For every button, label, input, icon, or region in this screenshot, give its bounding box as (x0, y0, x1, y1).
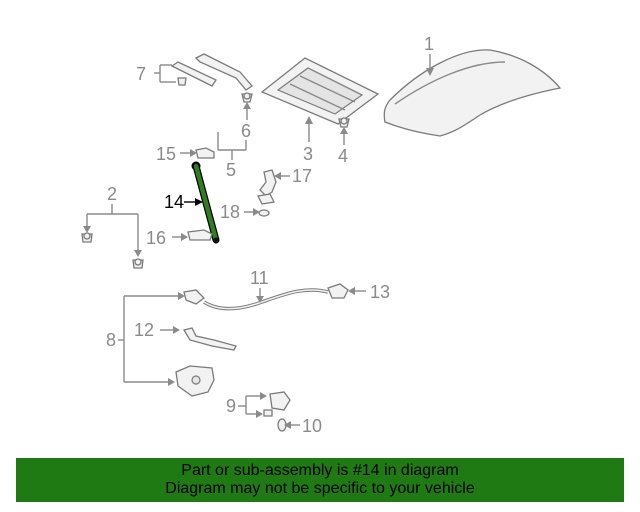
label-18: 18 (220, 202, 240, 222)
label-10: 10 (302, 416, 322, 436)
label-7: 7 (136, 64, 146, 84)
label-8: 8 (106, 330, 116, 350)
part-2-grommets[interactable] (81, 232, 144, 269)
part-11-cable[interactable] (183, 288, 329, 311)
label-14: 14 (164, 192, 184, 212)
label-13: 13 (370, 282, 390, 302)
label-2: 2 (107, 184, 117, 204)
label-11: 11 (250, 268, 269, 288)
part-12-rod[interactable] (182, 327, 237, 351)
label-16: 16 (146, 228, 166, 248)
part-14-hood-support[interactable] (191, 161, 220, 244)
banner-line-2: Diagram may not be specific to your vehi… (165, 480, 475, 497)
part-16-bracket[interactable] (187, 229, 213, 241)
part-6-clip[interactable] (241, 92, 253, 103)
part-9-lock[interactable] (263, 391, 291, 417)
banner-line-1: Part or sub-assembly is #14 in diagram (181, 462, 459, 479)
part-17-bracket[interactable] (257, 169, 277, 205)
label-12: 12 (134, 320, 154, 340)
part-15-bracket[interactable] (195, 147, 215, 159)
part-3-insulator[interactable] (260, 57, 380, 125)
part-5-seal[interactable] (194, 53, 253, 91)
part-7-strip[interactable] (170, 61, 217, 87)
label-3: 3 (303, 144, 313, 164)
label-17: 17 (292, 166, 312, 186)
part-13-latch[interactable] (327, 283, 349, 299)
label-6: 6 (241, 121, 251, 141)
part-18-clip[interactable] (258, 209, 270, 217)
part-4-clip[interactable] (338, 117, 350, 128)
label-5: 5 (226, 160, 236, 180)
label-15: 15 (156, 144, 176, 164)
label-9: 9 (226, 396, 236, 416)
label-4: 4 (338, 146, 348, 166)
part-1-hood[interactable] (383, 49, 562, 137)
part-8-latch-assembly[interactable] (175, 365, 215, 397)
label-1: 1 (424, 34, 434, 54)
info-banner: Part or sub-assembly is #14 in diagram D… (16, 458, 624, 502)
